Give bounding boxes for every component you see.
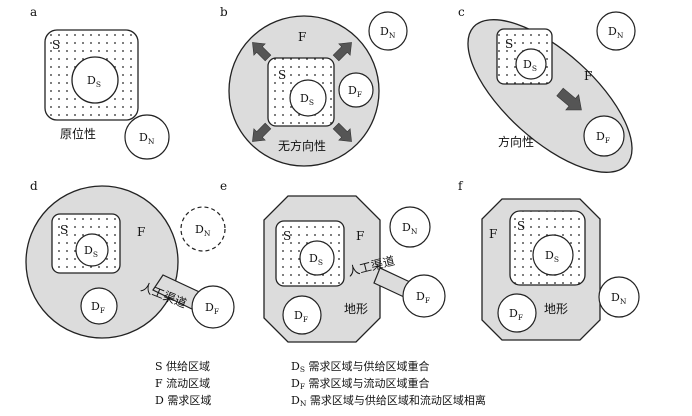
legend-df: DF 需求区域与流动区域重合 bbox=[291, 377, 430, 391]
demand-circle-ds-f bbox=[532, 234, 574, 276]
demand-circle-ds-e bbox=[299, 240, 335, 276]
dn-label-b: DN bbox=[380, 25, 396, 40]
demand-circle-dn-e bbox=[389, 206, 431, 248]
legend: S 供给区域 DS 需求区域与供给区域重合 F 流动区域 DF 需求区域与流动区… bbox=[155, 359, 555, 415]
arrow-down-right-icon bbox=[332, 122, 352, 142]
demand-circle-df-f bbox=[497, 293, 537, 333]
dn-label-e: DN bbox=[402, 221, 418, 236]
panel-d: d F S DS DF 人工渠道 DF DN bbox=[25, 179, 235, 339]
demand-circle-df2-d bbox=[191, 285, 235, 329]
arrow-up-right-icon bbox=[332, 42, 352, 62]
legend-key-d: D bbox=[155, 394, 164, 407]
supply-label-d: S bbox=[60, 223, 68, 237]
demand-circle-df-e bbox=[282, 295, 322, 335]
flow-label-b: F bbox=[298, 30, 306, 44]
caption-b: 无方向性 bbox=[278, 138, 326, 153]
flow-label-e: F bbox=[356, 229, 364, 243]
legend-ds: DS 需求区域与供给区域重合 bbox=[291, 360, 430, 374]
ds-label-c: DS bbox=[523, 58, 537, 73]
terrain-label-e: 地形 bbox=[344, 302, 368, 316]
dn-label-f: DN bbox=[611, 291, 627, 306]
ds-label-b: DS bbox=[300, 92, 314, 107]
supply-label-c: S bbox=[505, 37, 513, 51]
demand-circle-dn-f bbox=[598, 276, 640, 318]
legend-text-s: 供给区域 bbox=[166, 360, 211, 373]
dn-label-d: DN bbox=[195, 223, 211, 238]
panel-c: c F S DS DF DN 方向性 bbox=[458, 5, 636, 173]
dn-label-a: DN bbox=[139, 131, 155, 146]
df-label-f: DF bbox=[509, 307, 523, 322]
demand-circle-dn-a bbox=[124, 114, 170, 160]
demand-circle-dn-c bbox=[596, 11, 636, 51]
demand-circle-df-b bbox=[338, 72, 374, 108]
demand-circle-df-c bbox=[583, 115, 625, 157]
df2-label-d: DF bbox=[205, 301, 219, 316]
dn-label-c: DN bbox=[608, 25, 624, 40]
demand-circle-dn-d bbox=[180, 206, 226, 252]
arrow-down-left-icon bbox=[252, 122, 272, 142]
df-label-b: DF bbox=[348, 84, 362, 99]
ds-label-f: DS bbox=[545, 249, 559, 264]
panel-b: b F S DS DF DN 无方向性 bbox=[220, 5, 408, 167]
legend-row-1: S 供给区域 DS 需求区域与供给区域重合 bbox=[155, 359, 429, 375]
panel-e-letter: e bbox=[220, 179, 227, 193]
supply-label-e: S bbox=[283, 229, 291, 243]
panel-f: f F S DS DF 地形 DN bbox=[458, 179, 640, 341]
panel-d-letter: d bbox=[30, 179, 38, 193]
legend-key-f: F bbox=[155, 377, 163, 390]
ds-label-e: DS bbox=[309, 252, 323, 267]
df-label-d: DF bbox=[91, 300, 105, 315]
demand-circle-ds-c bbox=[515, 48, 547, 80]
ds-label-a: DS bbox=[87, 74, 101, 89]
df2-label-e: DF bbox=[416, 290, 430, 305]
legend-key-s: S bbox=[155, 360, 163, 373]
flow-label-d: F bbox=[137, 225, 145, 239]
panel-a-letter: a bbox=[30, 5, 37, 19]
legend-row-2: F 流动区域 DF 需求区域与流动区域重合 bbox=[155, 376, 430, 392]
arrow-up-left-icon bbox=[252, 42, 272, 62]
demand-circle-ds-b bbox=[289, 79, 327, 117]
panel-f-letter: f bbox=[458, 179, 464, 193]
supply-label-a: S bbox=[52, 38, 60, 52]
caption-bg-b bbox=[272, 137, 336, 155]
panel-b-letter: b bbox=[220, 5, 228, 19]
df-label-c: DF bbox=[596, 130, 610, 145]
flow-label-c: F bbox=[584, 69, 592, 83]
arrow-down-right-icon bbox=[556, 87, 582, 111]
legend-text-f: 流动区域 bbox=[166, 377, 211, 390]
demand-circle-ds-a bbox=[71, 56, 119, 104]
df-label-e: DF bbox=[294, 309, 308, 324]
flow-label-f: F bbox=[489, 227, 497, 241]
demand-circle-df-d bbox=[80, 287, 118, 325]
demand-circle-ds-d bbox=[75, 233, 109, 267]
supply-label-f: S bbox=[517, 219, 525, 233]
panel-c-letter: c bbox=[458, 5, 465, 19]
caption-a: 原位性 bbox=[60, 126, 96, 141]
caption-c: 方向性 bbox=[498, 134, 534, 149]
panel-a: a S DS DN 原位性 bbox=[30, 5, 170, 160]
panel-e: e F S DS DF 地形 人工渠道 DF DN bbox=[220, 179, 446, 343]
supply-label-b: S bbox=[278, 68, 286, 82]
terrain-label-f: 地形 bbox=[544, 302, 568, 316]
ds-label-d: DS bbox=[84, 244, 98, 259]
demand-circle-dn-b bbox=[368, 11, 408, 51]
legend-row-3: D 需求区域 DN 需求区域与供给区域和流动区域相离 bbox=[155, 393, 486, 409]
demand-circle-df2-e bbox=[402, 274, 446, 318]
legend-dn: DN 需求区域与供给区域和流动区域相离 bbox=[291, 394, 486, 408]
outward-arrows-b bbox=[252, 42, 352, 142]
legend-text-d: 需求区域 bbox=[167, 394, 212, 407]
